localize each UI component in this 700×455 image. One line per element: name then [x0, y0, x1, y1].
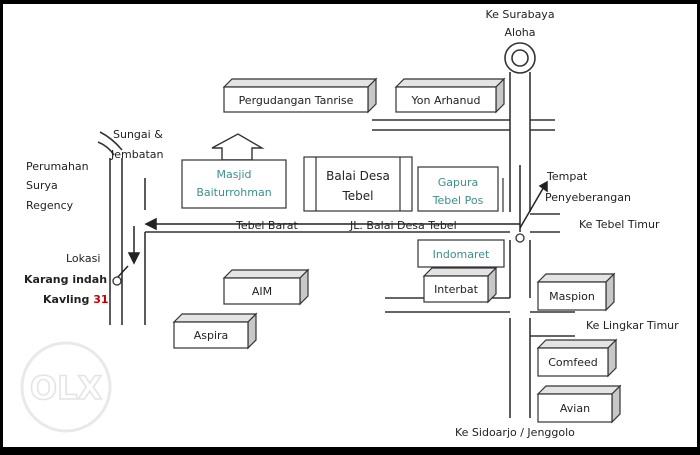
- aloha-roundabout: [504, 42, 536, 74]
- label-ke-tebel-timur: Ke Tebel Timur: [579, 218, 660, 231]
- crossing-point-icon: [515, 233, 525, 243]
- road-network: [97, 72, 575, 418]
- building-pergudangan: [222, 77, 378, 114]
- label-kavling: Kavling 31: [43, 293, 109, 306]
- lokasi-pointer: [116, 265, 129, 279]
- label-yon-arhanud: Yon Arhanud: [411, 94, 481, 107]
- label-aspira: Aspira: [194, 329, 229, 342]
- building-indomaret: [417, 239, 505, 268]
- building-maspion: [536, 272, 616, 312]
- buildings: [172, 77, 622, 424]
- label-lokasi: Lokasi: [66, 252, 100, 265]
- building-avian: [536, 384, 622, 424]
- label-jl-balai-desa: JL. Balai Desa Tebel: [349, 219, 457, 232]
- label-perumahan-2: Surya: [26, 179, 58, 192]
- building-yon-arhanud: [394, 77, 506, 114]
- building-aspira: [172, 312, 258, 350]
- label-penyeberangan: Penyeberangan: [545, 191, 631, 204]
- lokasi-point-icon: [112, 276, 122, 286]
- label-maspion: Maspion: [549, 290, 595, 303]
- olx-logo-text: OLX: [30, 369, 103, 407]
- crossing-pointer: [519, 184, 546, 229]
- label-gapura-1: Gapura: [438, 176, 478, 189]
- masjid-up-arrow-icon: [211, 133, 265, 161]
- label-interbat: Interbat: [434, 283, 479, 296]
- building-gapura: [417, 166, 504, 212]
- building-masjid: [181, 159, 287, 209]
- river-bend-1: [99, 131, 123, 151]
- label-aloha: Aloha: [504, 26, 535, 39]
- direction-arrows: [116, 165, 548, 279]
- building-balai-desa: [303, 156, 413, 212]
- label-ke-surabaya: Ke Surabaya: [485, 8, 554, 21]
- label-comfeed: Comfeed: [548, 356, 598, 369]
- label-masjid-2: Baiturrohman: [196, 186, 271, 199]
- arrow-head-west: [144, 217, 157, 231]
- building-aim: [222, 268, 310, 306]
- crossing-pointer-head: [538, 180, 548, 193]
- label-gapura-2: Tebel Pos: [432, 194, 484, 207]
- label-balai-desa-2: Tebel: [341, 189, 373, 203]
- label-tebel-barat: Tebel Barat: [235, 219, 298, 232]
- label-ke-lingkar-timur: Ke Lingkar Timur: [586, 319, 679, 332]
- label-perumahan-3: Regency: [26, 199, 74, 212]
- label-sungai: Sungai &: [113, 128, 163, 141]
- label-karang-indah: Karang indah: [24, 273, 107, 286]
- label-tempat: Tempat: [546, 170, 588, 183]
- river-bend-2: [97, 141, 115, 156]
- label-ke-sidoarjo: Ke Sidoarjo / Jenggolo: [455, 426, 575, 439]
- building-interbat: [422, 266, 498, 304]
- label-avian: Avian: [560, 402, 590, 415]
- label-perumahan-1: Perumahan: [26, 160, 89, 173]
- building-comfeed: [536, 338, 618, 378]
- arrow-head-south: [127, 252, 141, 265]
- label-aim: AIM: [252, 285, 272, 298]
- label-indomaret: Indomaret: [433, 248, 490, 261]
- label-jembatan: Jembatan: [110, 148, 164, 161]
- label-balai-desa-1: Balai Desa: [326, 169, 390, 183]
- olx-watermark: OLX: [20, 341, 112, 433]
- label-pergudangan: Pergudangan Tanrise: [239, 94, 354, 107]
- label-masjid-1: Masjid: [216, 168, 251, 181]
